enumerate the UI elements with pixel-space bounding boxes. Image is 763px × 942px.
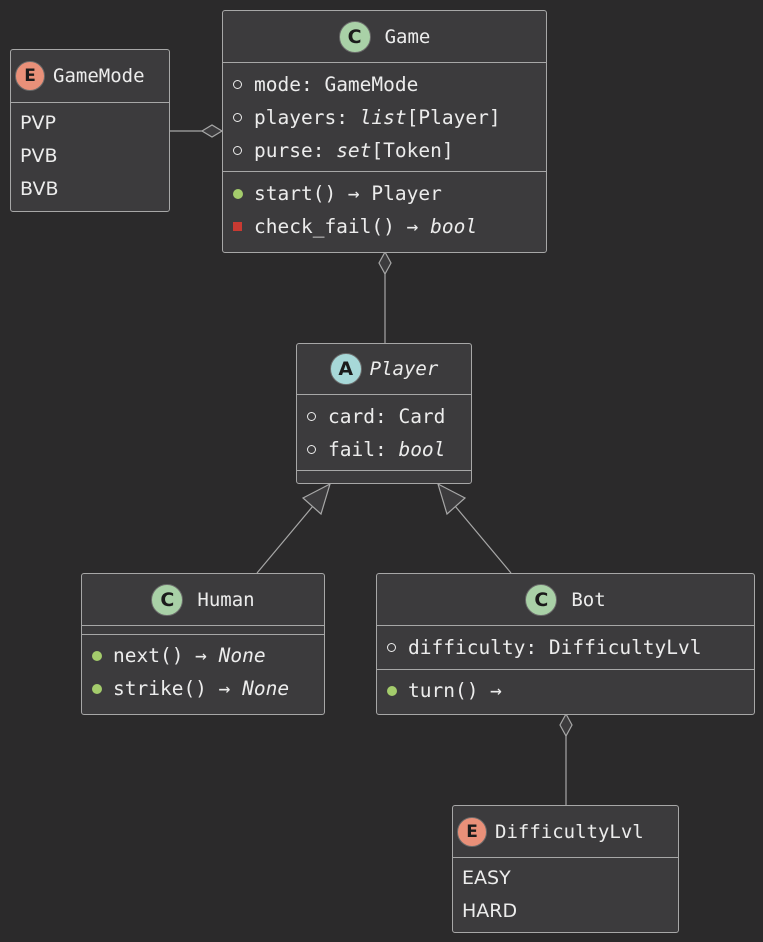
public-method-icon bbox=[92, 650, 108, 662]
attribute-row: difficulty: DifficultyLvl bbox=[377, 631, 754, 664]
public-method-icon bbox=[387, 685, 403, 697]
attribute-separator: : bbox=[312, 139, 337, 162]
attribute-row: mode: GameMode bbox=[223, 68, 546, 101]
method-signature: turn() → bbox=[408, 679, 502, 702]
enum-difficultylvl-values: EASY HARD bbox=[453, 858, 678, 932]
class-human-attributes bbox=[82, 626, 324, 635]
player-game-diamond bbox=[378, 250, 392, 276]
enum-gamemode[interactable]: E GameMode PVP PVB BVB bbox=[10, 49, 170, 212]
method-signature: check_fail() → bbox=[254, 215, 431, 238]
attribute-separator: : bbox=[525, 636, 549, 659]
gamemode-game-diamond bbox=[200, 124, 224, 138]
attribute-row: purse: set[Token] bbox=[223, 134, 546, 167]
enum-gamemode-values: PVP PVB BVB bbox=[11, 103, 169, 210]
class-player[interactable]: A Player card: Card fail: bool bbox=[296, 343, 472, 484]
enum-value: HARD bbox=[462, 900, 518, 922]
method-signature: next() → bbox=[113, 644, 219, 667]
enum-value: BVB bbox=[20, 178, 59, 200]
method-return-type: Player bbox=[371, 182, 442, 205]
class-bot-name: Bot bbox=[571, 588, 606, 611]
class-game[interactable]: C Game mode: GameMode players: list[Play… bbox=[222, 10, 547, 253]
enum-gamemode-header: E GameMode bbox=[11, 50, 169, 103]
bot-player-link bbox=[454, 505, 512, 574]
human-player-arrowhead bbox=[301, 482, 331, 516]
method-return-type: bool bbox=[430, 215, 478, 238]
attribute-name: difficulty bbox=[408, 636, 526, 659]
attribute-separator: : bbox=[374, 405, 399, 428]
public-field-icon bbox=[233, 79, 249, 91]
method-row: next() → None bbox=[82, 639, 324, 672]
method-row: turn() → bbox=[377, 674, 754, 707]
method-signature: start() → bbox=[254, 182, 372, 205]
method-signature: strike() → bbox=[113, 677, 243, 700]
method-return-type: None bbox=[218, 644, 266, 667]
enum-difficultylvl[interactable]: E DifficultyLvl EASY HARD bbox=[452, 805, 679, 933]
attribute-separator: : bbox=[300, 73, 325, 96]
class-stereotype-icon: C bbox=[525, 583, 558, 616]
class-bot-header: C Bot bbox=[377, 574, 754, 626]
class-game-header: C Game bbox=[223, 11, 546, 63]
attribute-type: DifficultyLvl bbox=[548, 636, 702, 659]
class-player-attributes: card: Card fail: bool bbox=[297, 395, 471, 471]
enum-value: PVP bbox=[20, 112, 56, 134]
class-game-attributes: mode: GameMode players: list[Player] pur… bbox=[223, 63, 546, 172]
public-method-icon bbox=[92, 683, 108, 695]
class-player-name: Player bbox=[369, 358, 439, 380]
class-human-name: Human bbox=[197, 588, 255, 611]
attribute-row: card: Card bbox=[297, 400, 471, 433]
abstract-stereotype-icon: A bbox=[329, 353, 362, 385]
class-game-name: Game bbox=[384, 25, 431, 48]
public-method-icon bbox=[233, 188, 249, 200]
class-human[interactable]: C Human next() → None strike() → None bbox=[81, 573, 325, 715]
class-bot-methods: turn() → bbox=[377, 670, 754, 711]
class-stereotype-icon: C bbox=[151, 583, 184, 616]
class-bot-attributes: difficulty: DifficultyLvl bbox=[377, 626, 754, 670]
enum-difficultylvl-header: E DifficultyLvl bbox=[453, 806, 678, 858]
class-player-header: A Player bbox=[297, 344, 471, 395]
enum-gamemode-name: GameMode bbox=[53, 65, 145, 87]
attribute-row: players: list[Player] bbox=[223, 101, 546, 134]
attribute-name: players bbox=[254, 106, 337, 129]
attribute-name: purse bbox=[254, 139, 313, 162]
class-human-methods: next() → None strike() → None bbox=[82, 635, 324, 709]
attribute-row: fail: bool bbox=[297, 433, 471, 466]
attribute-separator: : bbox=[336, 106, 360, 129]
method-row: start() → Player bbox=[223, 177, 546, 210]
public-field-icon bbox=[307, 444, 323, 456]
class-bot[interactable]: C Bot difficulty: DifficultyLvl turn() → bbox=[376, 573, 755, 715]
enum-value: EASY bbox=[462, 867, 511, 889]
class-player-methods bbox=[297, 471, 471, 480]
attribute-name: fail bbox=[328, 438, 375, 461]
private-method-icon bbox=[233, 221, 249, 233]
class-stereotype-icon: C bbox=[338, 20, 371, 53]
method-row: check_fail() → bool bbox=[223, 210, 546, 243]
attribute-type-generic: set bbox=[336, 139, 372, 162]
attribute-type-param: [Token] bbox=[371, 139, 454, 162]
public-field-icon bbox=[233, 145, 249, 157]
enum-difficultylvl-name: DifficultyLvl bbox=[495, 820, 644, 843]
attribute-separator: : bbox=[374, 438, 399, 461]
method-return-type: None bbox=[242, 677, 290, 700]
public-field-icon bbox=[387, 642, 403, 654]
human-player-link bbox=[256, 505, 314, 574]
attribute-name: mode bbox=[254, 73, 301, 96]
difficulty-bot-diamond bbox=[559, 712, 573, 738]
enum-stereotype-icon: E bbox=[15, 61, 45, 91]
bot-player-arrowhead bbox=[437, 482, 467, 516]
class-game-methods: start() → Player check_fail() → bool bbox=[223, 172, 546, 247]
public-field-icon bbox=[233, 112, 249, 124]
public-field-icon bbox=[307, 411, 323, 423]
attribute-name: card bbox=[328, 405, 375, 428]
attribute-type: Card bbox=[398, 405, 446, 428]
enum-value: PVB bbox=[20, 145, 58, 167]
attribute-type: bool bbox=[398, 438, 446, 461]
class-human-header: C Human bbox=[82, 574, 324, 626]
method-row: strike() → None bbox=[82, 672, 324, 705]
attribute-type-generic: list bbox=[359, 106, 407, 129]
enum-stereotype-icon: E bbox=[457, 816, 487, 847]
attribute-type-param: [Player] bbox=[406, 106, 501, 129]
attribute-type: GameMode bbox=[324, 73, 419, 96]
